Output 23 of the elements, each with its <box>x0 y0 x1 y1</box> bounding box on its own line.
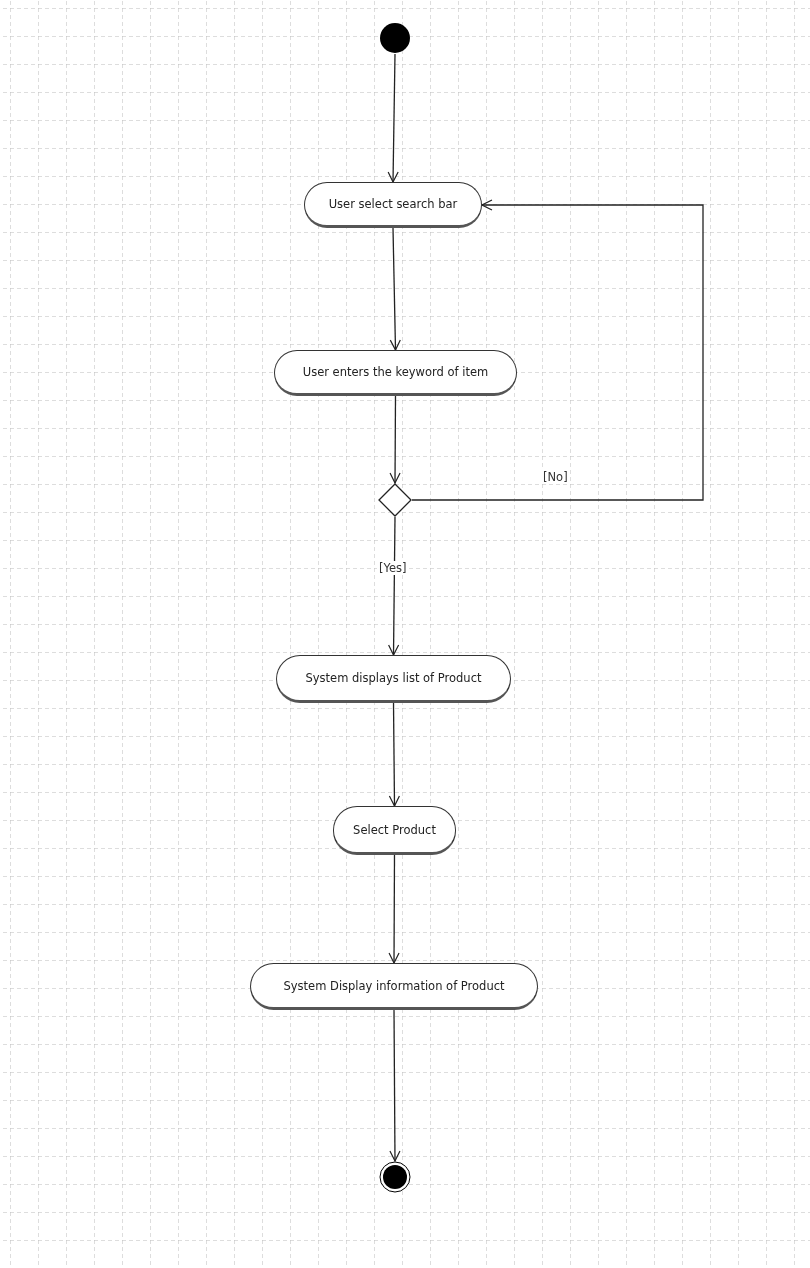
action-box <box>250 963 538 1010</box>
initial-node <box>379 22 411 54</box>
final-node <box>379 1161 411 1193</box>
action-box <box>276 655 511 703</box>
guard-label: [Yes] <box>377 561 409 575</box>
arrow <box>411 199 704 501</box>
action-box <box>304 182 482 228</box>
arrow <box>389 395 401 484</box>
arrow <box>389 1009 401 1162</box>
arrow <box>388 516 400 656</box>
decision-diamond <box>378 483 412 517</box>
action-text: System Display information of Product <box>283 978 505 993</box>
arrow <box>388 702 400 807</box>
guard-label: [No] <box>541 470 570 484</box>
arrow <box>387 53 399 183</box>
action-text: User enters the keyword of item <box>302 365 489 379</box>
arrow <box>389 227 401 351</box>
action-box <box>333 806 456 855</box>
action-text: User select search bar <box>328 197 458 211</box>
action-box <box>274 350 517 396</box>
arrow <box>388 854 400 964</box>
action-text: Select Product <box>353 822 436 837</box>
action-text: System displays list of Product <box>305 671 482 685</box>
